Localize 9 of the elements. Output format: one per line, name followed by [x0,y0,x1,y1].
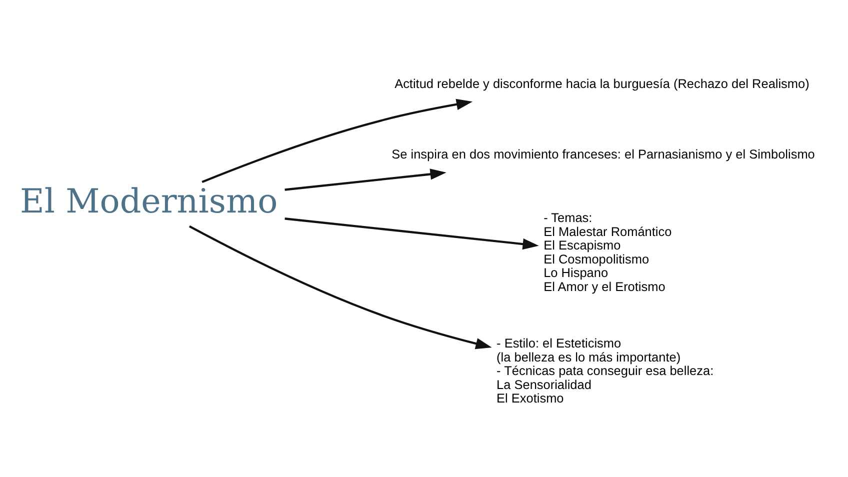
node-text: - Temas: El Malestar Romántico El Escapismo El Cosmopolitismo Lo Hispano El Amor y el Erotismo [544,210,672,294]
node-text: Se inspira en dos movimiento franceses: el Parnasianismo y el Simbolismo [392,146,815,162]
node-text: El Modernismo [20,182,278,221]
arrow [284,168,446,191]
arrow [284,218,539,250]
arrow [202,98,473,183]
arrow [188,225,492,350]
node-text: - Estilo: el Esteticismo (la belleza es lo más importante) - Técnicas pata conseguir esa belleza: La Sensorialidad El Exotismo [496,336,714,406]
node-text: Actitud rebelde y disconforme hacia la burguesía (Rechazo del Realismo) [394,76,810,91]
